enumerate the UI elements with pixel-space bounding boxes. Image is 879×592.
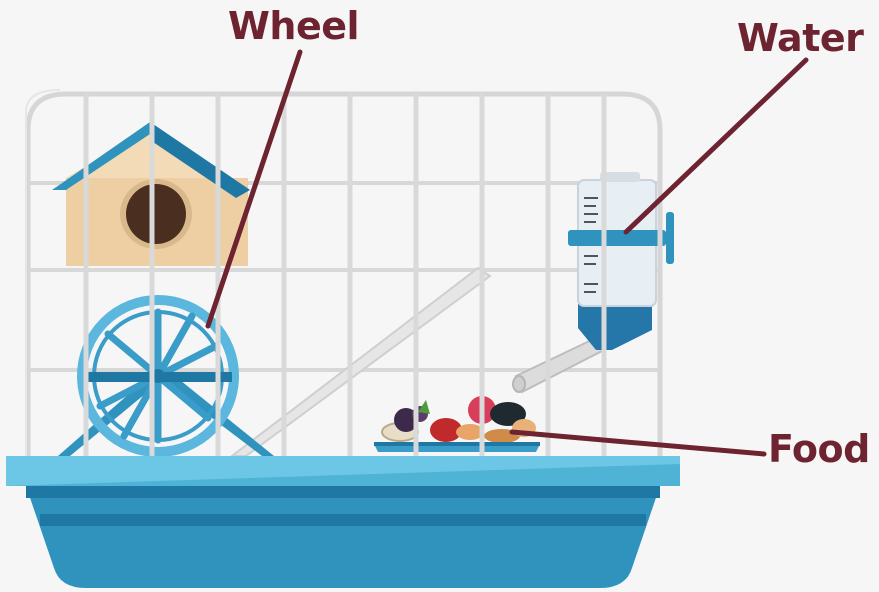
hamster-house [52,122,250,266]
leader-lines [205,49,809,457]
cage-bars [83,94,607,456]
wheel-leader-line [205,49,303,329]
cage-frame [25,89,663,456]
food-bowl [374,396,540,452]
water-label: Water [737,16,864,60]
wheel-label: Wheel [228,4,360,48]
food-leader-line [509,429,767,457]
exercise-wheel [58,295,274,457]
water-leader-line [623,57,809,235]
water-bottle [512,172,674,394]
cage-base [6,456,680,588]
food-label: Food [768,427,870,471]
